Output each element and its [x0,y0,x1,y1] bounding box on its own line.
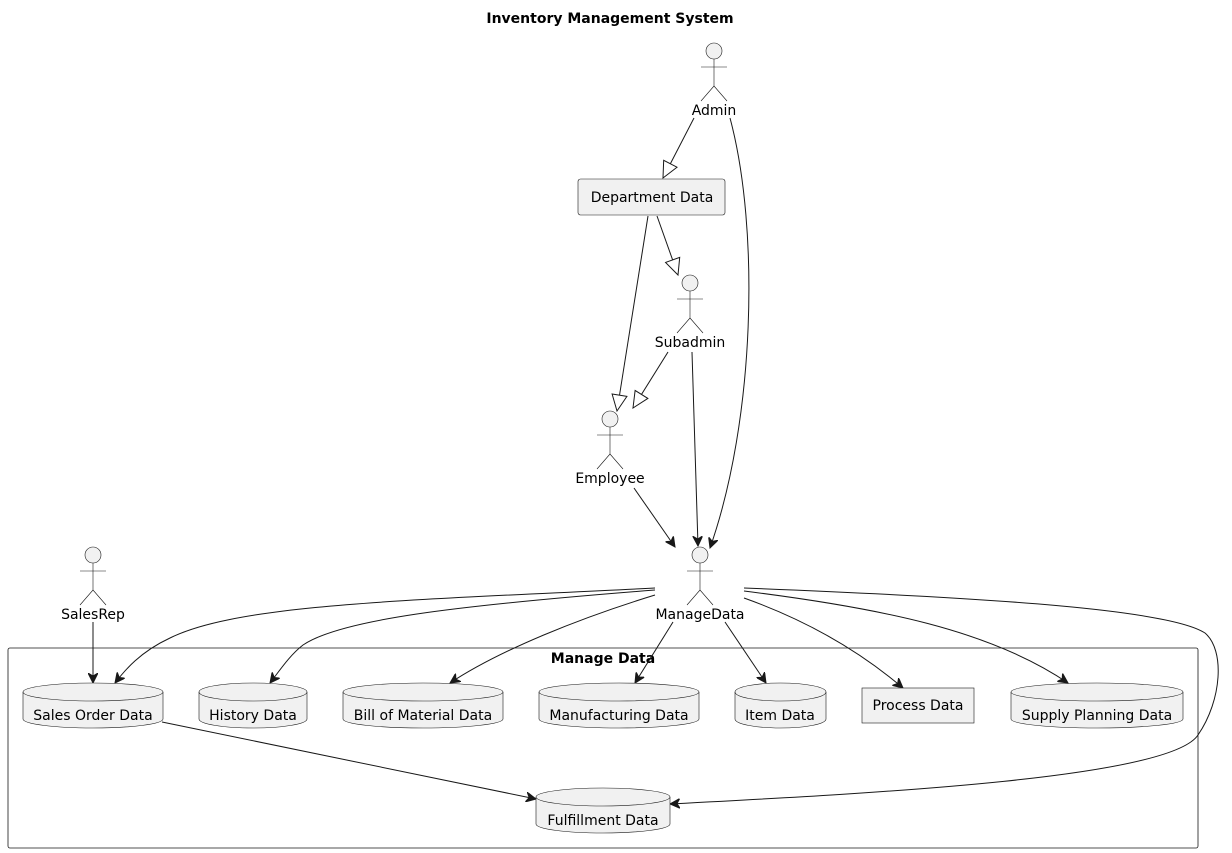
database-supply-planning[interactable]: Supply Planning Data [1010,682,1184,729]
database-cylinder [342,682,504,729]
actor-salesrep[interactable]: SalesRep [61,546,125,623]
database-fulfillment[interactable]: Fulfillment Data [535,787,671,834]
edge-department-subadmin [656,215,681,277]
actor-employee-label: Employee [575,471,644,487]
component-process-label: Process Data [873,698,964,714]
edge-managedata-history [270,589,656,683]
database-history[interactable]: History Data [198,682,308,729]
actor-head [601,410,619,428]
manage-data-package: Manage Data [7,647,1199,849]
database-sales-order-label: Sales Order Data [33,708,152,724]
database-cylinder [535,787,671,834]
component-process-data[interactable]: Process Data [861,687,975,724]
edge-subadmin-managedata [691,351,698,546]
diagram-title: Inventory Management System [486,11,733,27]
database-cylinder [22,682,164,729]
database-item-label: Item Data [745,708,815,724]
component-box [861,687,975,724]
actor-body [686,563,714,606]
component-box [577,178,726,216]
database-rim [198,691,308,702]
database-sales-order[interactable]: Sales Order Data [22,682,164,729]
edges [93,117,1219,804]
edge-managedata-fulfillment [670,587,1219,804]
database-cylinder [1010,682,1184,729]
edge-admin-department [662,117,695,180]
edge-admin-managedata [710,117,750,548]
database-rim [1010,691,1184,702]
database-history-label: History Data [209,708,297,724]
database-cylinder [198,682,308,729]
database-rim [22,691,164,702]
database-rim [535,796,671,807]
actor-employee[interactable]: Employee [575,410,645,487]
edge-managedata-process [743,597,903,688]
database-rim [538,691,700,702]
database-fulfillment-label: Fulfillment Data [547,813,658,829]
actor-body [676,291,704,334]
actor-head [691,546,709,564]
edge-salesorder-fulfillment [161,721,536,799]
database-bom-label: Bill of Material Data [354,708,492,724]
edge-managedata-supply [743,590,1068,683]
database-cylinder [538,682,700,729]
actor-subadmin-label: Subadmin [655,335,726,351]
database-manufacturing-label: Manufacturing Data [549,708,688,724]
edge-subadmin-employee [632,351,669,409]
actor-salesrep-label: SalesRep [61,607,125,623]
actor-admin[interactable]: Admin [692,42,737,119]
actor-body [79,563,107,606]
database-item[interactable]: Item Data [734,682,827,729]
database-rim [734,691,827,702]
component-department-label: Department Data [591,190,714,206]
database-supply-label: Supply Planning Data [1022,708,1172,724]
actor-head [681,274,699,292]
database-manufacturing[interactable]: Manufacturing Data [538,682,700,729]
edge-managedata-manufacturing [635,621,674,683]
actor-head [84,546,102,564]
database-cylinder [734,682,827,729]
actor-managedata-label: ManageData [655,607,744,623]
actor-subadmin[interactable]: Subadmin [655,274,726,351]
actor-body [700,59,728,102]
edge-managedata-bom [450,594,656,683]
package-label: Manage Data [551,651,655,667]
edge-managedata-salesorder [115,587,656,683]
package-frame [7,647,1199,849]
component-department-data[interactable]: Department Data [577,178,726,216]
database-bill-of-material[interactable]: Bill of Material Data [342,682,504,729]
actor-admin-label: Admin [692,103,737,119]
actor-head [705,42,723,60]
database-rim [342,691,504,702]
edge-department-employee [611,215,649,413]
edge-employee-managedata [633,487,675,547]
edge-managedata-item [724,621,766,683]
actor-managedata[interactable]: ManageData [655,546,745,623]
actor-body [596,427,624,470]
